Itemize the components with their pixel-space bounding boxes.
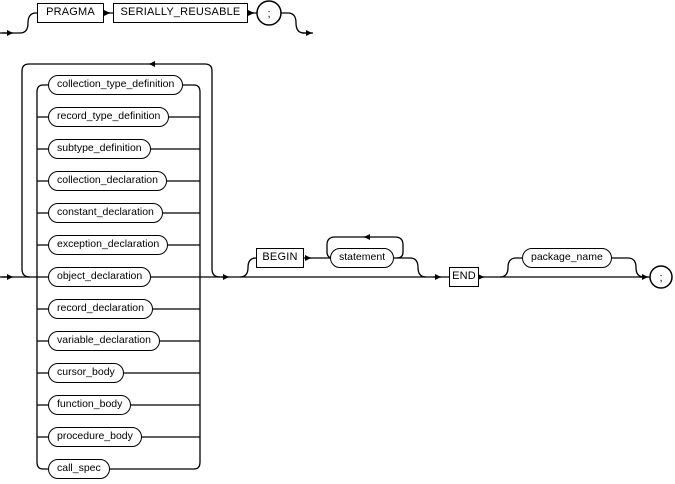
final-semicolon-label: ; <box>659 272 662 284</box>
package-branch-up <box>499 257 628 278</box>
begin-branch-up <box>239 257 410 278</box>
pragma-exit-line <box>281 12 313 34</box>
node-function-body: function_body <box>48 395 132 415</box>
node-procedure-body: procedure_body <box>48 427 142 447</box>
package-branch-down <box>627 257 645 278</box>
node-call-spec: call_spec <box>48 459 110 479</box>
flow-arrows <box>2 10 648 280</box>
node-collection-type-definition: collection_type_definition <box>48 75 184 95</box>
keyword-end: END <box>449 267 479 287</box>
node-variable-declaration: variable_declaration <box>48 331 160 351</box>
top-semicolon-circle <box>256 0 282 26</box>
node-statement: statement <box>330 248 395 268</box>
final-semicolon-circle <box>649 265 673 289</box>
choice-right-rail <box>193 84 201 470</box>
top-semicolon-label: ; <box>267 8 270 20</box>
node-record-declaration: record_declaration <box>48 299 153 319</box>
keyword-serially-reusable: SERIALLY_REUSABLE <box>113 3 248 23</box>
keyword-pragma: PRAGMA <box>37 3 104 23</box>
node-record-type-definition: record_type_definition <box>48 107 170 127</box>
node-subtype-definition: subtype_definition <box>48 139 151 159</box>
node-exception-declaration: exception_declaration <box>48 235 169 255</box>
pragma-entry-line <box>0 12 257 34</box>
choice-left-rail <box>36 84 44 470</box>
node-object-declaration: object_declaration <box>48 267 152 287</box>
terminal-circles: ; ; <box>256 0 673 289</box>
keyword-begin: BEGIN <box>256 248 304 268</box>
begin-branch-down <box>409 257 427 278</box>
node-cursor-body: cursor_body <box>48 363 124 383</box>
node-collection-declaration: collection_declaration <box>48 171 167 191</box>
node-package-name: package_name <box>522 248 612 268</box>
declaration-loop-path <box>21 63 221 278</box>
node-constant-declaration: constant_declaration <box>48 203 163 223</box>
